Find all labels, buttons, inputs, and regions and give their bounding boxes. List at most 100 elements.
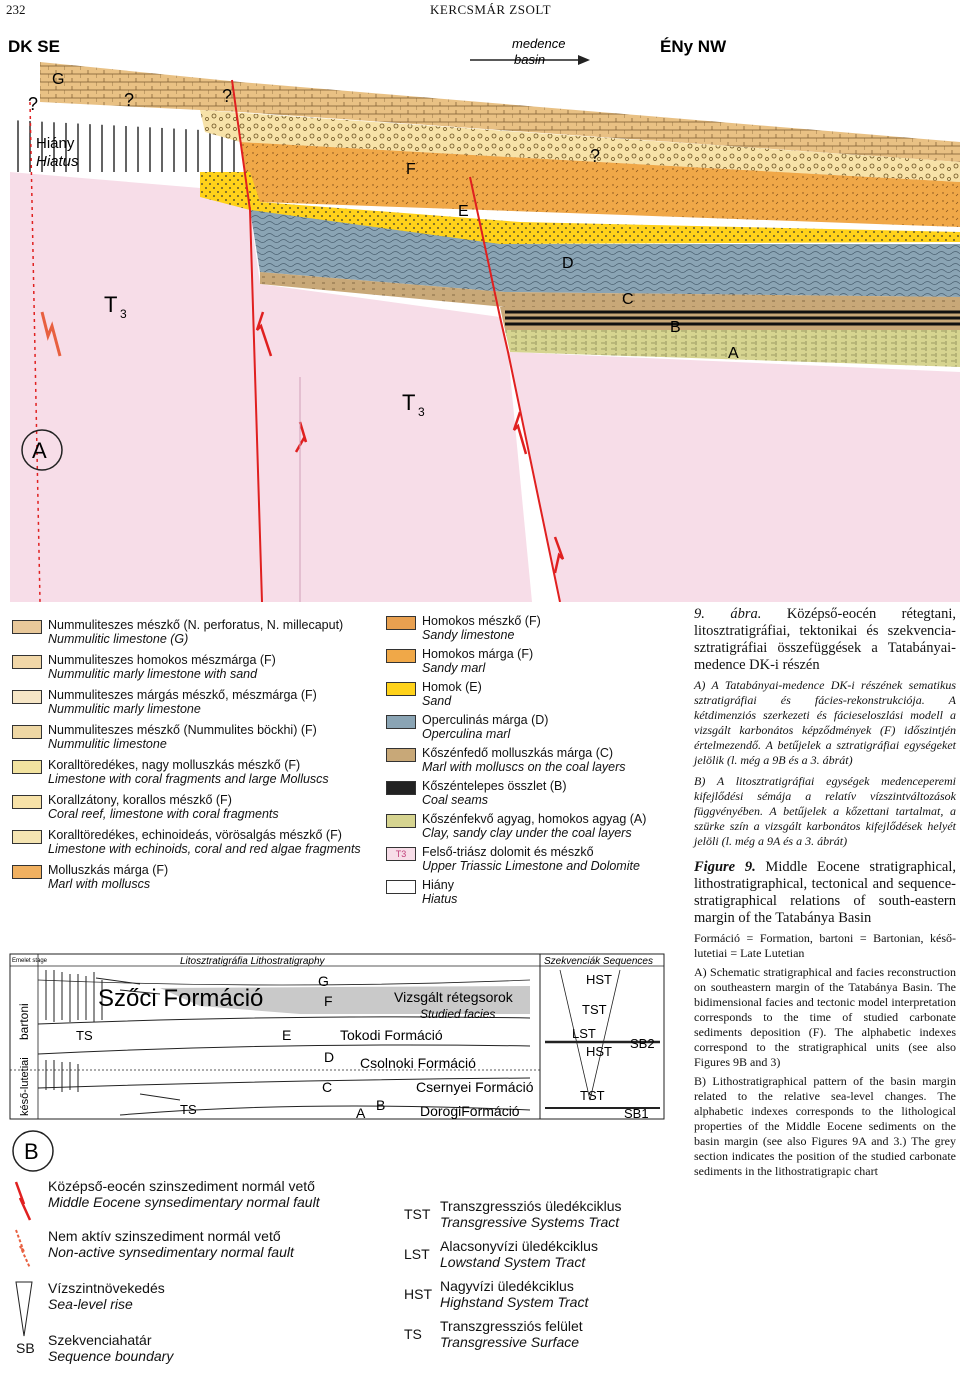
ts-arrow-icon (119, 989, 161, 995)
ts-arrow-icon (139, 1093, 181, 1101)
legend-b-sea-level-rise: Vízszintnövekedés Sea-level rise (48, 1280, 165, 1312)
se-corner-label: DK SE (8, 37, 60, 56)
legend-item-en: Sandy limestone (422, 628, 515, 642)
inactive-fault-icon (15, 1229, 31, 1269)
unit-e-label: E (458, 203, 469, 220)
studied-band (160, 986, 530, 1014)
sb2-label: SB2 (630, 1036, 655, 1051)
legend-item: Homokos márga (F)Sandy marl (422, 647, 533, 675)
question-mark: ? (28, 94, 38, 114)
legend-item-en: Hiatus (422, 892, 458, 906)
t3-left-sub: 3 (120, 307, 127, 321)
unit-f-label: F (406, 161, 416, 178)
csernye-formation: Csernyei Formáció (416, 1079, 534, 1095)
boundary-line (37, 1077, 531, 1089)
legend-swatch (12, 830, 42, 844)
hiatus-zone (10, 120, 242, 172)
unit-b-label: B (670, 319, 681, 336)
legend-swatch (386, 880, 416, 894)
tst-label-bottom: TST (580, 1088, 605, 1103)
legend-item-hu: Homokos mészkő (F) (422, 614, 541, 628)
lst-label: LST (572, 1026, 596, 1041)
legend-item-hu: Molluszkás márga (F) (48, 863, 169, 877)
studied-label: Vizsgált rétegsorok (394, 989, 514, 1005)
unit-d-marl-layer (250, 210, 960, 297)
legend-item: Nummuliteszes mészkő (Nummulites böckhi)… (48, 723, 317, 751)
legend-item-hu: Nummuliteszes mészkő (N. perforatus, N. … (48, 618, 344, 632)
studied-label-en: Studied facies (420, 1007, 495, 1021)
question-mark: ? (124, 90, 134, 110)
nw-corner-label: ÉNy NW (660, 37, 727, 56)
question-mark: ? (222, 86, 232, 106)
legend-item-hu: Nummuliteszes homokos mészmárga (F) (48, 653, 276, 667)
legend-item-hu: Koralltöredékes, nagy molluszkás mészkő … (48, 758, 301, 772)
legend-item-hu: Korallzátony, korallos mészkő (F) (48, 793, 232, 807)
legend-b-tst-tag: TST (404, 1206, 431, 1222)
hst-label-top: HST (586, 972, 612, 987)
unit-e: E (282, 1027, 291, 1043)
caption-en-a: A) Schematic stratigraphical and facies … (694, 965, 956, 1069)
legend-swatch (386, 814, 416, 828)
ts-label: TS (180, 1102, 197, 1117)
normal-fault-left (231, 79, 263, 602)
unit-c-label: C (622, 291, 634, 308)
dorog-formation: DorogiFormáció (420, 1103, 520, 1119)
legend-item-en: Operculina marl (422, 727, 511, 741)
running-author: KERCSMÁR ZSOLT (430, 2, 552, 17)
legend-b-hst-tag: HST (404, 1286, 432, 1302)
stage-col-label: Emelet stage (12, 958, 48, 964)
unit-d: D (324, 1049, 334, 1065)
tokod-formation: Tokodi Formáció (340, 1027, 443, 1043)
legend-item-hu: Nummuliteszes mészkő (Nummulites böckhi)… (48, 723, 317, 737)
boundary-line (37, 1044, 531, 1055)
legend-swatch (12, 865, 42, 879)
legend-item-en: Upper Triassic Limestone and Dolomite (422, 859, 640, 873)
legend-item-en: Marl with molluscs on the coal layers (422, 760, 626, 774)
caption-en-terms: Formáció = Formation, bartoni = Bartonia… (694, 931, 956, 960)
panel-a-letter: A (32, 438, 47, 463)
fault-arrow-icon (512, 411, 528, 455)
legend-b-lst-tag: LST (404, 1246, 430, 1262)
legend-item: Kőszénfedő molluszkás márga (C)Marl with… (422, 746, 626, 774)
legend-swatch (12, 725, 42, 739)
unit-f: F (324, 993, 333, 1009)
ts-arrow-icon (93, 972, 141, 992)
boundary-line (37, 979, 531, 986)
fault-arrow-icon (255, 311, 273, 357)
caption-hu-title: 9. ábra. Középső-eocén rétegtani, litosz… (694, 606, 956, 673)
unit-c-layer (260, 272, 960, 307)
legend-item-hu: Hiány (422, 878, 454, 892)
panel-a-marker (21, 429, 63, 471)
panel-b-letter: B (24, 1139, 39, 1164)
legend-item-hu: Nummuliteszes márgás mészkő, mészmárga (… (48, 688, 317, 702)
unit-a-clay-layer (505, 330, 960, 367)
legend-item: Koralltöredékes, nagy molluszkás mészkő … (48, 758, 329, 786)
caption-hu-a: A) A Tatabányai-medence DK-i részének se… (694, 678, 956, 767)
tst-label-top: TST (582, 1002, 607, 1017)
basin-label-hu: medence (512, 36, 565, 51)
legend-item: Kőszénfekvő agyag, homokos agyag (A)Clay… (422, 812, 646, 840)
unit-d-label: D (562, 255, 574, 272)
legend-item-en: Nummulitic marly limestone with sand (48, 667, 258, 681)
ts-label: TS (76, 1028, 93, 1043)
legend-item-en: Limestone with echinoids, coral and red … (48, 842, 361, 856)
unit-c: C (322, 1079, 332, 1095)
figure-caption: 9. ábra. Középső-eocén rétegtani, litosz… (694, 606, 956, 1179)
formation-szoc: Szőci Formáció (98, 985, 263, 1012)
legend-item-en: Clay, sandy clay under the coal layers (422, 826, 632, 840)
unit-a-label: A (728, 345, 739, 362)
boundary-line (119, 1105, 531, 1116)
unit-f-coral-layer (200, 110, 960, 182)
legend-item-en: Coal seams (422, 793, 488, 807)
legend-b-inactive-fault: Nem aktív szinszediment normál vető Non-… (48, 1228, 294, 1260)
panel-b-hiatus (45, 970, 103, 1092)
unit-f-marl-layer (240, 142, 960, 227)
unit-g-label: G (52, 71, 64, 88)
legend-swatch (386, 649, 416, 663)
legend-item-en: Nummulitic limestone (G) (48, 632, 189, 646)
unit-g: G (318, 973, 329, 989)
legend-swatch (386, 781, 416, 795)
